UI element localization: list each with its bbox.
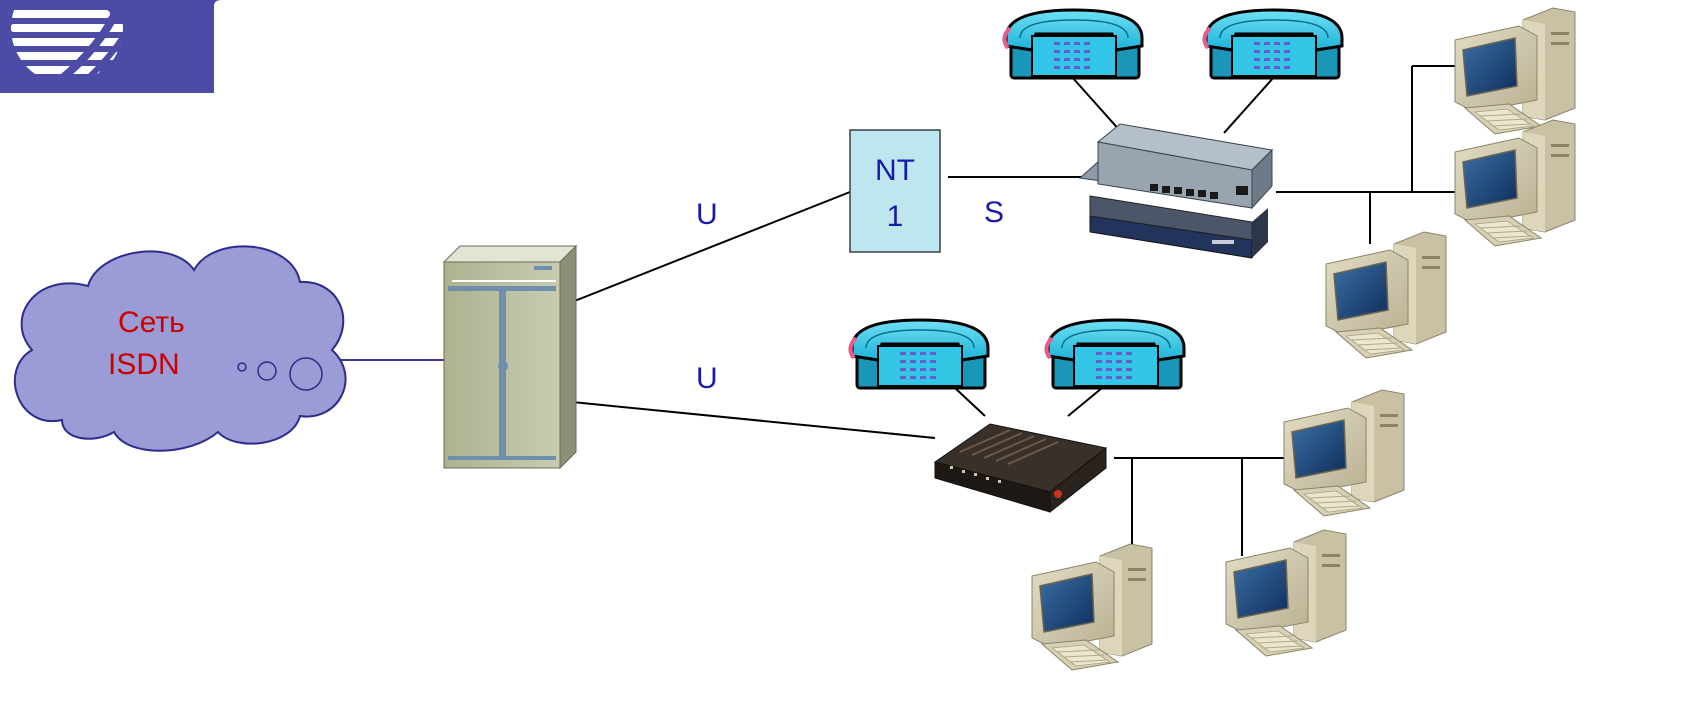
telephone-2 (1202, 8, 1344, 80)
phone-line-4 (1067, 387, 1103, 417)
u-line-top (571, 191, 851, 303)
phone-line-1 (1071, 76, 1123, 134)
cloud-label-line2: ISDN (108, 348, 180, 381)
isdn-modem (933, 423, 1108, 514)
telephone-1 (1002, 8, 1144, 80)
telephone-4 (1044, 318, 1186, 390)
phone-line-2 (1223, 76, 1275, 134)
isdn-exchange-cabinet (442, 244, 578, 470)
computer-2 (1454, 119, 1576, 247)
u-interface-label-top: U (696, 198, 718, 231)
phone-line-3 (954, 387, 986, 417)
connection-lines (336, 65, 1455, 556)
computer-3 (1325, 231, 1447, 359)
isdn-cloud (14, 245, 347, 452)
telephone-3 (848, 318, 990, 390)
computer-1 (1454, 7, 1576, 135)
u-line-bottom (571, 401, 936, 439)
computer-5 (1031, 543, 1153, 671)
globe-stripes-logo-icon (11, 0, 123, 84)
computer-4 (1283, 389, 1405, 517)
logo-icon (0, 0, 240, 93)
s-interface-label: S (984, 196, 1005, 229)
nt1-label-line1: NT (875, 154, 915, 187)
nt1-label-line2: 1 (886, 200, 904, 233)
nt1-box (849, 129, 941, 253)
cloud-label-line1: Сеть (118, 306, 185, 339)
u-interface-label-bottom: U (696, 362, 718, 395)
computer-6 (1225, 529, 1347, 657)
isdn-router-hub (1078, 123, 1274, 259)
